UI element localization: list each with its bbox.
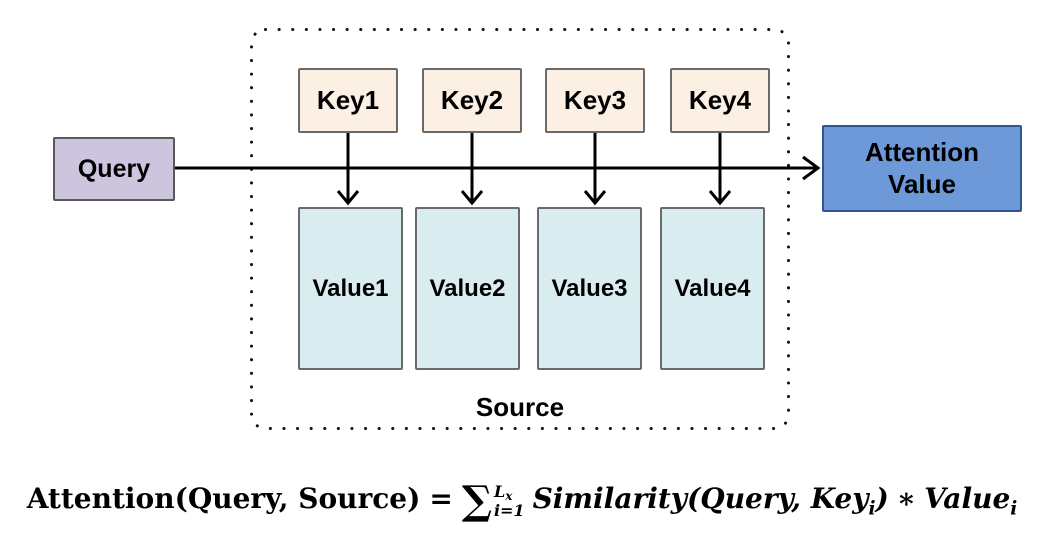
sum-upper-limit: Lx	[493, 482, 513, 504]
value4-box: Value4	[660, 207, 765, 370]
value2-label: Value2	[429, 274, 506, 302]
formula-close-paren: )	[875, 482, 889, 515]
formula-star-operator: ∗	[896, 482, 917, 515]
formula-equals: =	[429, 482, 453, 515]
key2-label: Key2	[440, 85, 504, 115]
formula-key-subscript: i	[868, 498, 876, 520]
value1-label: Value1	[312, 274, 389, 302]
query-box: Query	[53, 137, 175, 201]
formula-lhs: Attention(Query, Source)	[26, 482, 421, 515]
value3-label: Value3	[551, 274, 628, 302]
arrow-key1-to-value1	[336, 133, 360, 206]
value3-box: Value3	[537, 207, 642, 370]
key2-box: Key2	[422, 68, 522, 133]
formula-value-term: Value	[924, 482, 1011, 515]
value4-label: Value4	[674, 274, 751, 302]
value1-box: Value1	[298, 207, 403, 370]
arrow-key2-to-value2	[460, 133, 484, 206]
key1-label: Key1	[316, 85, 380, 115]
formula-value-subscript: i	[1010, 498, 1018, 520]
key4-box: Key4	[670, 68, 770, 133]
arrow-key4-to-value4	[708, 133, 732, 206]
attention-value-label-line1: Attention	[864, 137, 980, 168]
key3-box: Key3	[545, 68, 645, 133]
sigma-symbol: ∑	[461, 477, 492, 524]
sum-lower-limit: i=1	[493, 500, 525, 520]
formula-similarity-term: Similarity(Query, Key	[532, 482, 869, 515]
key1-box: Key1	[298, 68, 398, 133]
arrow-key3-to-value3	[583, 133, 607, 206]
attention-value-box: Attention Value	[822, 125, 1022, 212]
attention-value-label-line2: Value	[888, 168, 956, 199]
value2-box: Value2	[415, 207, 520, 370]
key4-label: Key4	[688, 85, 752, 115]
query-label: Query	[77, 154, 151, 183]
key3-label: Key3	[563, 85, 627, 115]
arrow-query-to-attention	[175, 155, 821, 181]
source-label: Source	[475, 392, 565, 422]
